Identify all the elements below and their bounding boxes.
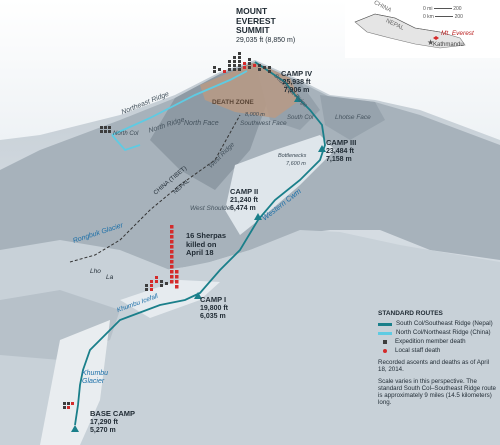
staff-death-markers-summit bbox=[223, 62, 256, 73]
camp-iv-marker bbox=[294, 95, 302, 102]
camp-iv-ft: 25,938 ft bbox=[282, 78, 311, 86]
scale-km-value: 200 bbox=[454, 14, 463, 20]
summit-name-2: EVEREST bbox=[236, 15, 276, 26]
death-zone-label: DEATH ZONE bbox=[212, 99, 254, 106]
bottlenecks-label: Bottlenecks bbox=[278, 153, 307, 159]
base-camp-ft: 17,290 ft bbox=[90, 418, 119, 426]
lho-la-label-2: La bbox=[106, 274, 114, 281]
camp-iii-marker bbox=[318, 145, 326, 152]
death-markers-summit bbox=[213, 52, 271, 73]
camp-iii-name: CAMP III bbox=[326, 138, 357, 147]
camp-ii-label: CAMP II 21,240 ft 6,474 m bbox=[230, 187, 259, 213]
sherpa-deaths-note: 16 Sherpas killed on April 18 bbox=[186, 231, 227, 258]
inset-outline: ★ bbox=[345, 0, 500, 58]
camp-iii-ft: 23,484 ft bbox=[326, 147, 355, 155]
camp-ii-m: 6,474 m bbox=[230, 204, 256, 212]
southwest-face-label: Southwest Face bbox=[240, 120, 287, 127]
icefall-area bbox=[120, 280, 220, 318]
legend-item-nepal-route: South Col/Southeast Ridge (Nepal) bbox=[378, 320, 496, 327]
camp-i-label: CAMP I 19,800 ft 6,035 m bbox=[200, 295, 229, 321]
legend-staff-death-label: Local staff death bbox=[395, 347, 441, 354]
svg-text:★: ★ bbox=[427, 38, 434, 47]
legend-note-1: Recorded ascents and deaths as of April … bbox=[378, 359, 490, 373]
sherpa-line-1: 16 Sherpas bbox=[186, 231, 227, 240]
summit-name-1: MOUNT bbox=[236, 6, 268, 16]
khumbu-glacier-label: Khumbu Glacier bbox=[82, 370, 108, 386]
camp-ii-ft: 21,240 ft bbox=[230, 196, 259, 204]
route-nepal bbox=[74, 61, 326, 426]
legend-item-staff-death: Local staff death bbox=[378, 347, 496, 354]
khumbu-glacier-area bbox=[40, 320, 110, 445]
nepal-route-swatch bbox=[378, 323, 392, 326]
route-china-approach bbox=[111, 134, 141, 152]
china-route-swatch bbox=[378, 332, 392, 335]
camp-iii-label: CAMP III 23,484 ft 7,158 m bbox=[326, 138, 357, 164]
inset-scale-km: 0 km 200 bbox=[423, 14, 463, 20]
camp-iv-name: CAMP IV bbox=[281, 69, 313, 78]
staff-death-icon bbox=[383, 348, 387, 353]
scale-km-bar bbox=[435, 16, 454, 18]
summit-label: MOUNT EVEREST SUMMIT 29,035 ft (8,850 m) bbox=[236, 6, 296, 45]
legend: STANDARD ROUTES South Col/Southeast Ridg… bbox=[378, 310, 496, 406]
summit-elevation: 29,035 ft (8,850 m) bbox=[236, 36, 296, 44]
china-nepal-border bbox=[69, 114, 241, 263]
khumbu-glacier-line-2: Glacier bbox=[82, 378, 105, 385]
camp-i-name: CAMP I bbox=[200, 295, 227, 304]
inset-everest-label: Mt. Everest bbox=[441, 30, 474, 37]
camp-i-m: 6,035 m bbox=[200, 312, 226, 320]
legend-note-2: Scale varies in this perspective. The st… bbox=[378, 378, 496, 406]
camp-iv-label: CAMP IV 25,938 ft 7,906 m bbox=[281, 69, 313, 95]
death-markers-icefall bbox=[145, 280, 168, 291]
inset-kathmandu-label: Kathmandu bbox=[433, 42, 464, 48]
lhotse-face-label: Lhotse Face bbox=[335, 114, 371, 121]
bottlenecks-altitude: 7,600 m bbox=[286, 161, 306, 167]
camp-iii-m: 7,158 m bbox=[326, 155, 352, 163]
camp-i-ft: 19,800 ft bbox=[200, 304, 229, 312]
death-zone-altitude: 8,000 m bbox=[245, 112, 265, 118]
death-markers-base-camp bbox=[63, 402, 74, 409]
scale-km-zero: 0 km bbox=[423, 14, 434, 20]
summit-name-3: SUMMIT bbox=[236, 25, 270, 35]
route-china bbox=[111, 70, 248, 136]
base-camp-label: BASE CAMP 17,290 ft 5,270 m bbox=[90, 409, 136, 435]
legend-title: STANDARD ROUTES bbox=[378, 310, 443, 317]
scale-mi-zero: 0 mi bbox=[423, 6, 433, 12]
inset-locator-map: ★ CHINA NEPAL Mt. Everest Kathmandu 0 mi… bbox=[345, 0, 500, 58]
western-cwm-area bbox=[225, 135, 335, 235]
legend-nepal-route-label: South Col/Southeast Ridge (Nepal) bbox=[396, 320, 493, 327]
khumbu-glacier-line-1: Khumbu bbox=[82, 370, 109, 377]
lhotse-shade bbox=[320, 95, 385, 140]
base-camp-m: 5,270 m bbox=[90, 426, 116, 434]
inset-scale-mi: 0 mi 200 bbox=[423, 6, 462, 12]
camp-i-marker bbox=[194, 292, 202, 299]
legend-china-route-label: North Col/Northeast Ridge (China) bbox=[396, 329, 491, 336]
west-shoulder-label: West Shoulder bbox=[190, 205, 233, 212]
lower-slopes bbox=[0, 230, 500, 445]
sherpa-line-2: killed on bbox=[186, 239, 217, 249]
member-death-icon bbox=[383, 339, 387, 344]
south-col-label: South Col bbox=[287, 115, 314, 121]
camp-ii-name: CAMP II bbox=[230, 187, 259, 196]
legend-item-china-route: North Col/Northeast Ridge (China) bbox=[378, 329, 496, 336]
camp-ii-marker bbox=[254, 213, 262, 220]
staff-death-markers-icefall bbox=[150, 225, 179, 291]
camp-iv-m: 7,906 m bbox=[283, 86, 310, 94]
death-markers-north-col bbox=[100, 126, 111, 133]
sherpa-line-3: April 18 bbox=[186, 248, 214, 257]
north-face-label: North Face bbox=[184, 120, 219, 127]
north-col-label: North Col bbox=[113, 131, 139, 137]
scale-mi-bar bbox=[433, 8, 452, 10]
legend-member-death-label: Expedition member death bbox=[395, 338, 466, 345]
lho-la-label-1: Lho bbox=[90, 268, 101, 275]
base-camp-marker bbox=[71, 425, 79, 432]
legend-item-member-death: Expedition member death bbox=[378, 338, 496, 345]
scale-mi-value: 200 bbox=[453, 6, 462, 12]
base-camp-name: BASE CAMP bbox=[90, 409, 136, 418]
